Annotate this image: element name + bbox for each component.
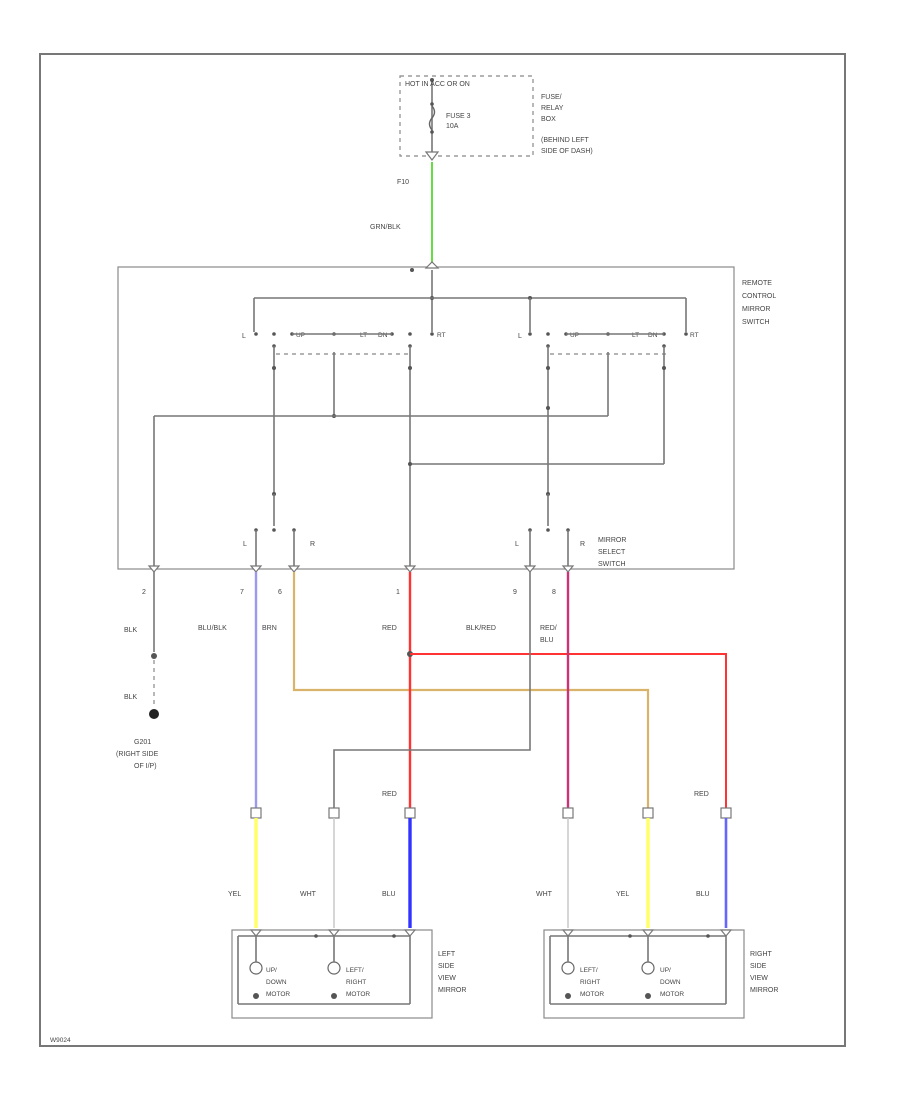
- left-mirror-title-1: LEFT: [438, 951, 456, 958]
- right-motor1-2: RIGHT: [580, 979, 600, 986]
- wire-label-blu-blk: BLU/BLK: [198, 625, 227, 632]
- pin-1: 1: [396, 589, 400, 596]
- wire-label-brn: BRN: [262, 625, 277, 632]
- right-motor1-3: MOTOR: [580, 991, 604, 998]
- fuse-icon: [428, 102, 436, 134]
- ground-label-2: (RIGHT SIDE: [116, 751, 159, 758]
- fuse-label: FUSE 3: [446, 113, 471, 120]
- right-motor1-1: LEFT/: [580, 967, 598, 974]
- fuse-box-desc-2: RELAY: [541, 105, 564, 112]
- fuse-relay-box: HOT IN ACC OR ON FUSE 3 10A FUSE/ RELAY …: [397, 75, 593, 186]
- fuse-box-desc-4: (BEHIND LEFT: [541, 137, 590, 144]
- switch-title-2: CONTROL: [742, 293, 776, 300]
- diagram-frame: [39, 53, 846, 1047]
- wire-red-branch: [410, 653, 727, 808]
- pin-8: 8: [552, 589, 556, 596]
- switch-pins: 2 7 6 1 9 8: [142, 565, 575, 596]
- ground-label-1: G201: [134, 739, 151, 746]
- right-group-up: UP: [570, 332, 579, 339]
- right-group-dn: DN: [648, 332, 658, 339]
- left-direction-switch: L UP DN LT RT: [242, 332, 446, 355]
- pin-6: 6: [278, 589, 282, 596]
- left-side-view-mirror: UP/ DOWN MOTOR LEFT/ RIGHT MOTOR LEFT SI…: [231, 929, 466, 1019]
- select-left-l: L: [243, 541, 247, 548]
- wire-label-yel-right: YEL: [616, 891, 629, 898]
- select-right-l: L: [515, 541, 519, 548]
- fuse-rating: 10A: [446, 123, 459, 130]
- wire-label-red-left: RED: [382, 791, 397, 798]
- left-group-lt: LT: [360, 332, 367, 339]
- switch-title-1: REMOTE: [742, 280, 772, 287]
- switch-title-3: MIRROR: [742, 306, 770, 313]
- wire-label-yel-left: YEL: [228, 891, 241, 898]
- hot-label: HOT IN ACC OR ON: [405, 81, 470, 88]
- ground-icon: [149, 709, 159, 719]
- left-group-dn: DN: [378, 332, 388, 339]
- right-group-l: L: [518, 333, 522, 340]
- motor-icon: [561, 936, 575, 999]
- wire-label-wht-left: WHT: [300, 891, 317, 898]
- select-right-r: R: [580, 541, 585, 548]
- wire-label-blu-left: BLU: [382, 891, 396, 898]
- right-direction-switch: L UP DN LT RT: [518, 332, 699, 355]
- left-motor2-2: RIGHT: [346, 979, 366, 986]
- right-group-lt: LT: [632, 332, 639, 339]
- right-mirror-title-3: VIEW: [750, 975, 768, 982]
- select-left-r: R: [310, 541, 315, 548]
- wire-blk-ground: BLK BLK G201 (RIGHT SIDE OF I/P): [116, 572, 159, 770]
- right-mirror-title-2: SIDE: [750, 963, 767, 970]
- wire-blk-red: [333, 572, 531, 808]
- wire-label-red-right: RED: [694, 791, 709, 798]
- wire-label-blk-2: BLK: [124, 694, 138, 701]
- select-switch-title-3: SWITCH: [598, 561, 626, 568]
- mirror-select-switch-left: L R: [243, 494, 315, 566]
- fuse-box-desc-1: FUSE/: [541, 94, 562, 101]
- left-motor2-1: LEFT/: [346, 967, 364, 974]
- motor-icon: [327, 936, 341, 999]
- left-motor2-3: MOTOR: [346, 991, 370, 998]
- wire-label-blk-red: BLK/RED: [466, 625, 496, 632]
- switch-title-4: SWITCH: [742, 319, 770, 326]
- motor-icon: [249, 936, 263, 999]
- left-motor1-3: MOTOR: [266, 991, 290, 998]
- ground-label-3: OF I/P): [134, 763, 157, 770]
- wire-brn: [292, 572, 650, 808]
- right-motor2-1: UP/: [660, 967, 671, 974]
- pin-9: 9: [513, 589, 517, 596]
- right-motor2-2: DOWN: [660, 979, 681, 986]
- left-mirror-title-3: VIEW: [438, 975, 456, 982]
- motor-icon: [641, 936, 655, 999]
- right-side-view-mirror: LEFT/ RIGHT MOTOR UP/ DOWN MOTOR RIGHT S…: [543, 929, 778, 1019]
- wire-label-blu-right: BLU: [696, 891, 710, 898]
- select-switch-title-1: MIRROR: [598, 537, 626, 544]
- fuse-connector-label: F10: [397, 179, 409, 186]
- remote-control-mirror-switch: REMOTE CONTROL MIRROR SWITCH L UP DN LT …: [117, 261, 776, 570]
- pin-7: 7: [240, 589, 244, 596]
- left-motor1-2: DOWN: [266, 979, 287, 986]
- footer-code: W9024: [50, 1037, 71, 1044]
- left-group-up: UP: [296, 332, 305, 339]
- wire-label-red: RED: [382, 625, 397, 632]
- select-switch-title-2: SELECT: [598, 549, 626, 556]
- left-group-rt: RT: [437, 332, 446, 339]
- right-motor2-3: MOTOR: [660, 991, 684, 998]
- right-mirror-title-4: MIRROR: [750, 987, 778, 994]
- left-motor1-1: UP/: [266, 967, 277, 974]
- left-mirror-title-2: SIDE: [438, 963, 455, 970]
- mirror-select-switch-right: L R: [515, 494, 585, 566]
- fuse-box-desc-3: BOX: [541, 116, 556, 123]
- fuse-box-desc-5: SIDE OF DASH): [541, 148, 593, 155]
- pin-2: 2: [142, 589, 146, 596]
- left-group-l: L: [242, 333, 246, 340]
- right-group-rt: RT: [690, 332, 699, 339]
- right-mirror-title-1: RIGHT: [750, 951, 773, 958]
- wire-label-red-blu-2: BLU: [540, 637, 554, 644]
- wire-label-blk-1: BLK: [124, 627, 138, 634]
- inline-connectors: [250, 807, 732, 819]
- wire-label-grn-blk: GRN/BLK: [370, 224, 401, 231]
- left-mirror-title-4: MIRROR: [438, 987, 466, 994]
- wire-label-wht-right: WHT: [536, 891, 553, 898]
- wire-label-red-blu-1: RED/: [540, 625, 557, 632]
